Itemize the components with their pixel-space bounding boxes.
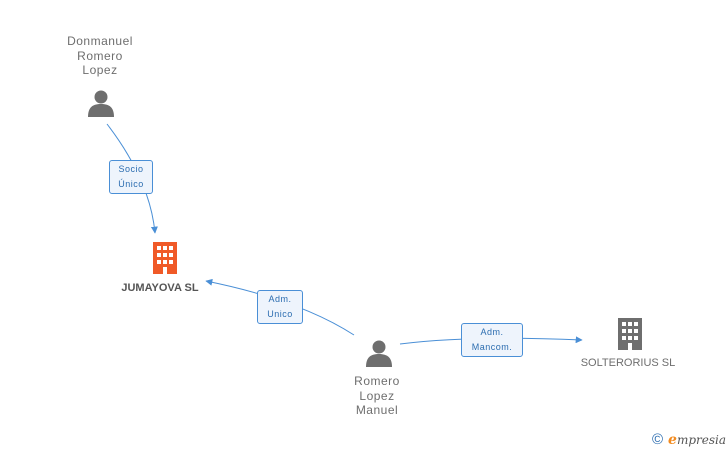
person-icon[interactable] (87, 89, 115, 117)
empresia-logo[interactable]: empresia (668, 431, 726, 448)
edge-label-adm-mancom[interactable]: Adm. Mancom. (461, 323, 523, 357)
building-icon[interactable] (150, 241, 180, 275)
copyright-symbol: © (651, 431, 664, 448)
edge-label-adm-unico[interactable]: Adm. Unico (257, 290, 303, 324)
person-name-donmanuel: Donmanuel Romero Lopez (67, 34, 133, 77)
company-name-solterorius[interactable]: SOLTERORIUS SL (580, 357, 676, 369)
building-icon[interactable] (615, 317, 645, 351)
person-icon[interactable] (365, 339, 393, 367)
brand-footer: © empresia (652, 431, 726, 448)
company-name-jumayova[interactable]: JUMAYOVA SL (121, 282, 199, 294)
edge-label-socio-unico[interactable]: Socio Único (109, 160, 153, 194)
person-name-romero: Romero Lopez Manuel (354, 374, 400, 417)
